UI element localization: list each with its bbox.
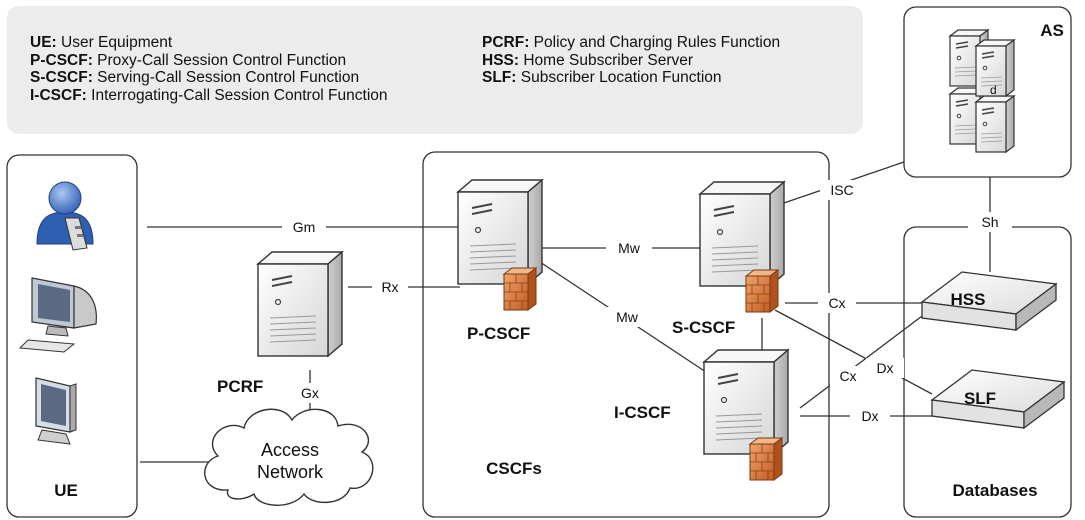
mw-top-label: Mw — [618, 240, 641, 256]
legend-item: HSS: Home Subscriber Server — [482, 51, 694, 69]
isc-label: ISC — [830, 182, 853, 198]
gx-label: Gx — [301, 385, 319, 401]
access-network-cloud — [204, 408, 374, 506]
legend-item: PCRF: Policy and Charging Rules Function — [482, 34, 781, 51]
laptop-monitor-icon — [35, 377, 77, 445]
pcrf-server-icon — [257, 251, 343, 357]
user-phone-icon — [36, 181, 94, 251]
legend-column-left: UE: User Equipment P-CSCF: Proxy-Call Se… — [30, 34, 388, 104]
icscf-firewall-icon — [749, 437, 783, 481]
hss-label: HSS — [951, 290, 986, 309]
desktop-computer-icon — [18, 277, 97, 353]
dx-s-label: Dx — [876, 360, 893, 376]
cx-i-label: Cx — [839, 368, 856, 384]
legend-panel: UE: User Equipment P-CSCF: Proxy-Call Se… — [7, 6, 863, 134]
as-server-cluster-icon — [949, 29, 1015, 153]
pcrf-label: PCRF — [217, 377, 263, 396]
rx-label: Rx — [381, 279, 398, 295]
legend-column-right: PCRF: Policy and Charging Rules Function… — [482, 34, 780, 87]
dx-s-link — [774, 309, 933, 395]
hss-box-icon — [920, 271, 1058, 332]
gm-label: Gm — [293, 219, 316, 235]
databases-group-label: Databases — [952, 481, 1037, 500]
legend-item: S-CSCF: Serving-Call Session Control Fun… — [30, 69, 360, 86]
sh-label: Sh — [981, 214, 998, 230]
legend-item: UE: User Equipment — [30, 34, 173, 51]
dx-i-label: Dx — [861, 408, 878, 424]
cscfs-group-label: CSCFs — [486, 459, 542, 478]
cx-i-link — [799, 309, 931, 409]
scscf-label: S-CSCF — [672, 318, 735, 337]
as-badge-label: d — [990, 83, 997, 97]
as-group-label: AS — [1040, 21, 1064, 40]
access-network-label-line2: Network — [257, 462, 324, 482]
access-network-label-line1: Access — [261, 440, 319, 460]
mw-bottom-label: Mw — [616, 309, 639, 325]
slf-label: SLF — [964, 389, 996, 408]
icscf-label: I-CSCF — [614, 403, 671, 422]
slf-box-icon — [930, 369, 1066, 430]
legend-item: I-CSCF: Interrogating-Call Session Contr… — [30, 86, 388, 104]
legend-item: P-CSCF: Proxy-Call Session Control Funct… — [30, 51, 347, 69]
pcscf-firewall-icon — [503, 267, 537, 311]
ue-group-label: UE — [54, 481, 78, 500]
pcscf-label: P-CSCF — [467, 324, 530, 343]
scscf-firewall-icon — [745, 269, 779, 313]
legend-item: SLF: Subscriber Location Function — [482, 69, 722, 86]
cx-s-label: Cx — [828, 295, 845, 311]
